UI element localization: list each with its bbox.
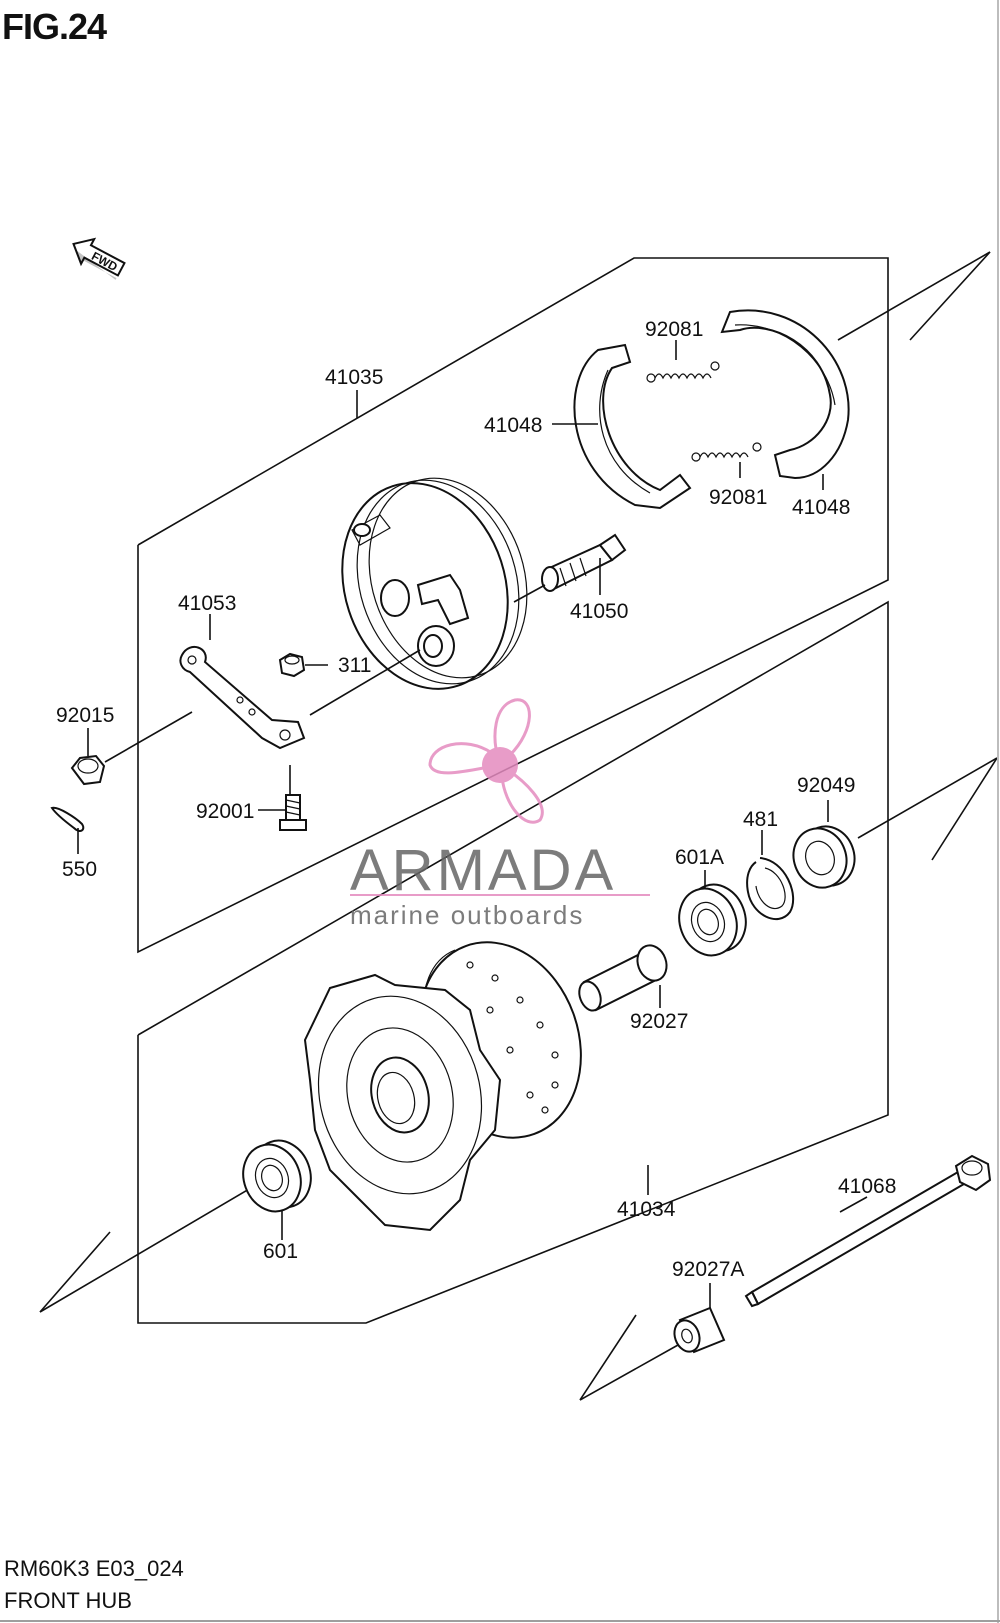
spring-92081-upper	[646, 361, 720, 383]
brake-shoe-right	[720, 309, 850, 480]
brake-panel	[341, 477, 528, 690]
part-label-92049: 92049	[797, 774, 855, 797]
bearing-601A	[678, 883, 747, 957]
part-label-92001: 92001	[196, 800, 254, 823]
fwd-arrow-icon: FWD	[72, 237, 126, 280]
armada-watermark: ARMADA marine outboards	[350, 698, 650, 930]
brake-panel-group-frame	[137, 251, 991, 954]
part-label-92015: 92015	[56, 704, 114, 727]
leader-lines	[77, 340, 868, 1308]
watermark-brand: ARMADA	[350, 838, 616, 903]
part-label-41050: 41050	[570, 600, 628, 623]
page-subtitle: FRONT HUB	[4, 1588, 132, 1613]
part-label-92081-upper: 92081	[645, 318, 703, 341]
hub-41034	[303, 941, 582, 1232]
part-label-92081-lower: 92081	[709, 486, 767, 509]
brake-cam-41050	[541, 533, 627, 592]
bolt-92001	[279, 794, 307, 831]
part-label-41035: 41035	[325, 366, 383, 389]
cotter-pin-550	[50, 806, 85, 832]
oil-seal-92049	[792, 825, 856, 889]
watermark-tagline: marine outboards	[350, 900, 584, 930]
part-label-311: 311	[338, 654, 371, 677]
brake-arm-41053	[179, 645, 306, 750]
spacer-92027A	[673, 1306, 726, 1354]
axle-41068	[744, 1154, 992, 1308]
model-code: RM60K3 E03_024	[4, 1556, 184, 1581]
part-label-550: 550	[62, 858, 97, 881]
nut-311	[278, 652, 306, 678]
part-label-601: 601	[263, 1240, 298, 1263]
bottom-border	[0, 1620, 1000, 1622]
right-border	[997, 0, 999, 1623]
brake-shoe-left	[573, 343, 692, 510]
part-labels: 41035 41048 92081 92081 41048 41050 4105…	[56, 318, 896, 1281]
circlip-481	[746, 857, 795, 921]
spacer-92027	[578, 944, 668, 1012]
spring-92081-lower	[691, 442, 762, 462]
part-label-601A: 601A	[675, 846, 724, 869]
bearing-601	[242, 1139, 312, 1213]
part-label-41053: 41053	[178, 592, 236, 615]
part-label-92027A: 92027A	[672, 1258, 744, 1281]
part-label-41068: 41068	[838, 1175, 896, 1198]
nut-92015	[70, 754, 106, 786]
propeller-logo-icon	[428, 698, 544, 824]
hub-group-frame	[39, 600, 998, 1401]
part-label-41048-left: 41048	[484, 414, 542, 437]
part-label-41048-right: 41048	[792, 496, 850, 519]
part-label-41034: 41034	[617, 1198, 676, 1221]
part-label-481: 481	[743, 808, 778, 831]
figure-title: FIG.24	[2, 6, 107, 47]
part-label-92027: 92027	[630, 1010, 688, 1033]
